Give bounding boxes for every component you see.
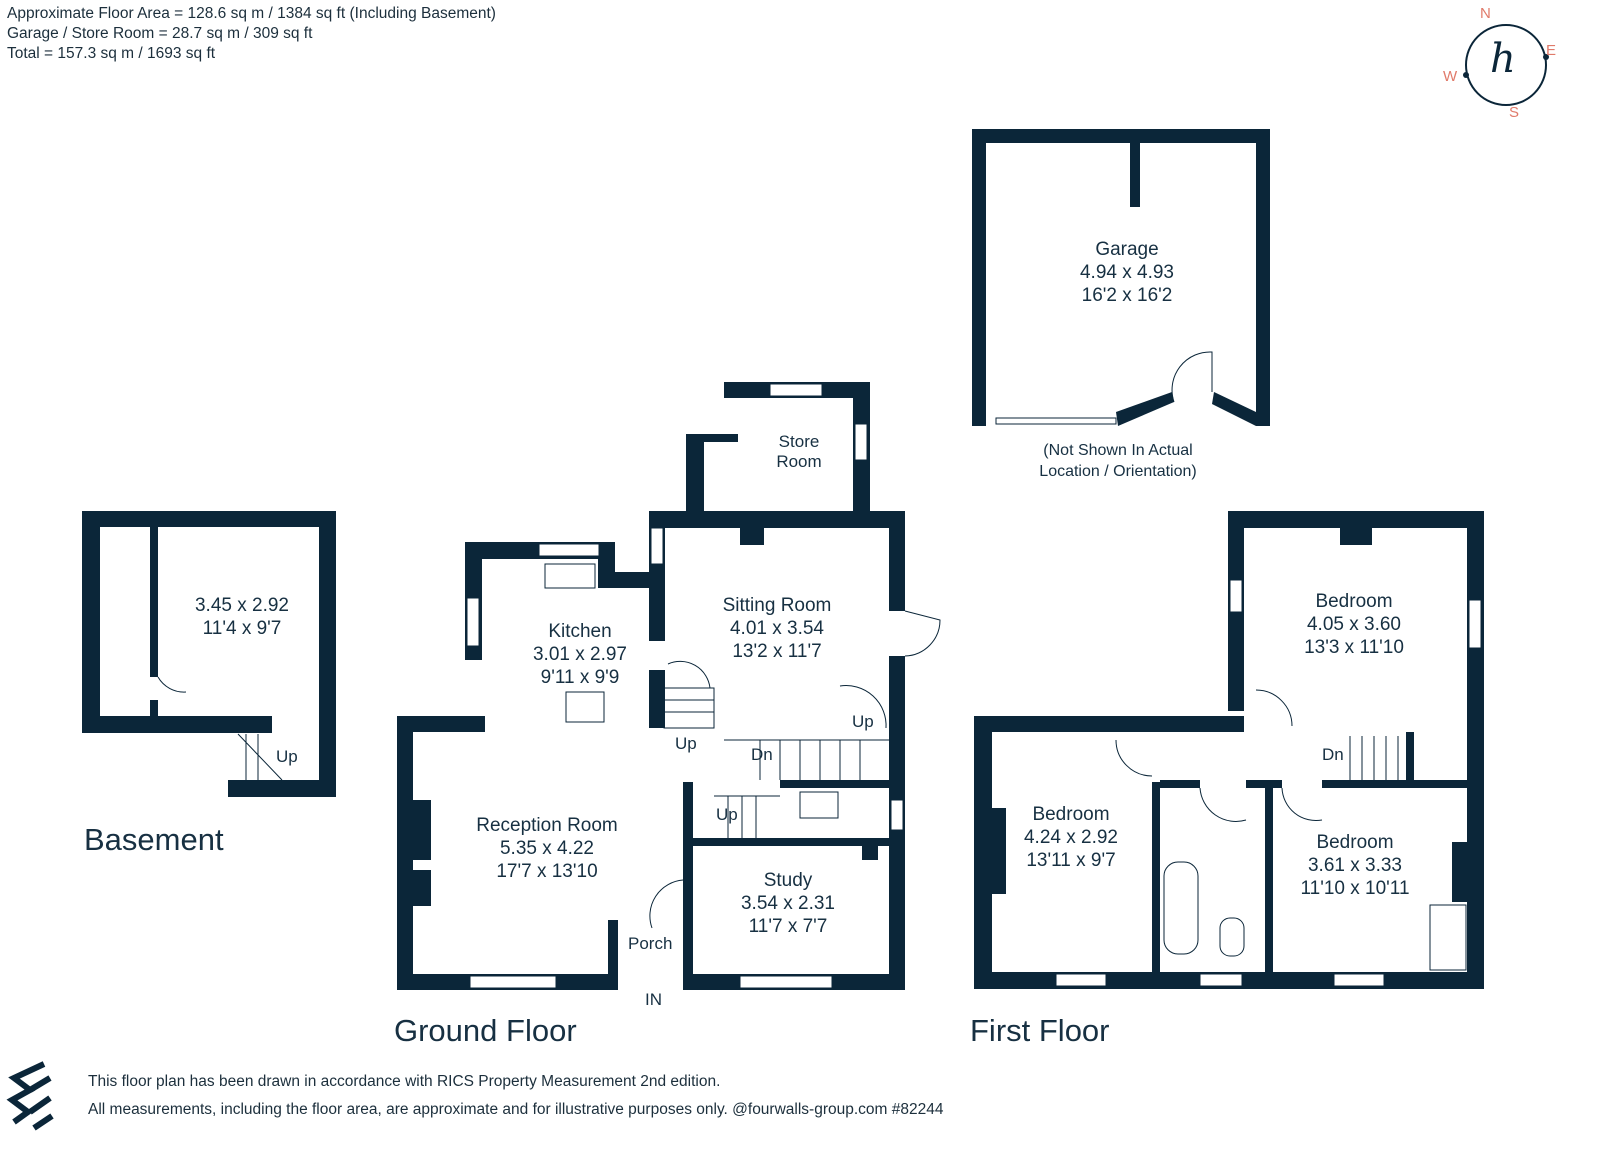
compass-south: S <box>1509 104 1520 121</box>
basement-room-metric: 3.45 x 2.92 <box>194 595 290 616</box>
garage-label: Garage 4.94 x 4.93 16'2 x 16'2 <box>1080 238 1174 307</box>
reception-room-name: Reception Room <box>476 815 618 836</box>
entrance-label: IN <box>645 990 662 1009</box>
bedroom-1-name: Bedroom <box>1315 591 1393 612</box>
bedroom-1-label: Bedroom 4.05 x 3.60 13'3 x 11'10 <box>1304 590 1404 659</box>
reception-room-imperial: 17'7 x 13'10 <box>496 861 598 882</box>
bedroom-3-name: Bedroom <box>1316 832 1394 853</box>
bedroom-3-metric: 3.61 x 3.33 <box>1307 855 1403 876</box>
ground-dn-label: Dn <box>751 745 773 764</box>
bedroom-2-metric: 4.24 x 2.92 <box>1023 827 1119 848</box>
store-room-name: Store <box>778 432 820 451</box>
study-metric: 3.54 x 2.31 <box>740 893 836 914</box>
study-name: Study <box>763 870 813 891</box>
walls <box>82 129 1484 990</box>
basement-stair-label: Up <box>276 747 298 766</box>
sitting-room-label: Sitting Room 4.01 x 3.54 13'2 x 11'7 <box>723 594 832 663</box>
ground-floor-title: Ground Floor <box>394 1013 577 1048</box>
compass-logo-glyph: h <box>1490 36 1516 82</box>
study-label: Study 3.54 x 2.31 11'7 x 7'7 <box>741 869 835 938</box>
garage-name: Garage <box>1095 239 1159 260</box>
first-floor-title: First Floor <box>970 1013 1110 1048</box>
bedroom-2-name: Bedroom <box>1032 804 1110 825</box>
study-imperial: 11'7 x 7'7 <box>748 916 828 937</box>
store-room-label: Store Room <box>776 432 821 472</box>
compass-west: W <box>1443 68 1458 85</box>
porch-label: Porch <box>628 934 673 953</box>
sitting-room-metric: 4.01 x 3.54 <box>729 618 825 639</box>
total-area-text: Total = 157.3 sq m / 1693 sq ft <box>7 45 216 62</box>
ground-up-label-1: Up <box>675 734 697 753</box>
compass-north: N <box>1480 5 1491 22</box>
area-summary: Approximate Floor Area = 128.6 sq m / 13… <box>7 4 496 64</box>
basement-room-imperial: 11'4 x 9'7 <box>202 618 282 639</box>
floor-area-text: Approximate Floor Area = 128.6 sq m / 13… <box>7 5 496 22</box>
basement-title: Basement <box>84 822 224 857</box>
sitting-room-imperial: 13'2 x 11'7 <box>732 641 822 662</box>
garage-note-line2: Location / Orientation) <box>1039 463 1197 480</box>
store-room-name2: Room <box>776 452 822 471</box>
bedroom-1-imperial: 13'3 x 11'10 <box>1304 637 1404 658</box>
bedroom-2-label: Bedroom 4.24 x 2.92 13'11 x 9'7 <box>1024 803 1118 872</box>
garage-area-text: Garage / Store Room = 28.7 sq m / 309 sq… <box>7 25 313 42</box>
reception-room-label: Reception Room 5.35 x 4.22 17'7 x 13'10 <box>476 814 618 883</box>
sitting-room-name: Sitting Room <box>722 595 832 616</box>
garage-note-line1: (Not Shown In Actual <box>1043 442 1193 459</box>
garage-note: (Not Shown In Actual Location / Orientat… <box>1039 440 1196 482</box>
basement-room-label: 3.45 x 2.92 11'4 x 9'7 <box>195 594 289 640</box>
garage-metric: 4.94 x 4.93 <box>1079 262 1175 283</box>
ground-up-label-2: Up <box>852 712 874 731</box>
first-dn-label: Dn <box>1322 745 1344 764</box>
kitchen-label: Kitchen 3.01 x 2.97 9'11 x 9'9 <box>533 620 627 689</box>
ground-up-label-3: Up <box>716 805 738 824</box>
reception-room-metric: 5.35 x 4.22 <box>499 838 595 859</box>
bedroom-2-imperial: 13'11 x 9'7 <box>1026 850 1116 871</box>
compass-east: E <box>1546 42 1557 59</box>
kitchen-name: Kitchen <box>548 621 612 642</box>
kitchen-metric: 3.01 x 2.97 <box>532 644 628 665</box>
bedroom-1-metric: 4.05 x 3.60 <box>1306 614 1402 635</box>
bedroom-3-imperial: 11'10 x 10'11 <box>1300 878 1410 899</box>
kitchen-imperial: 9'11 x 9'9 <box>540 667 620 688</box>
footer-rics-note: This floor plan has been drawn in accord… <box>88 1073 721 1090</box>
bedroom-3-label: Bedroom 3.61 x 3.33 11'10 x 10'11 <box>1300 831 1409 900</box>
footer-disclaimer: All measurements, including the floor ar… <box>88 1101 944 1118</box>
garage-imperial: 16'2 x 16'2 <box>1081 285 1173 306</box>
